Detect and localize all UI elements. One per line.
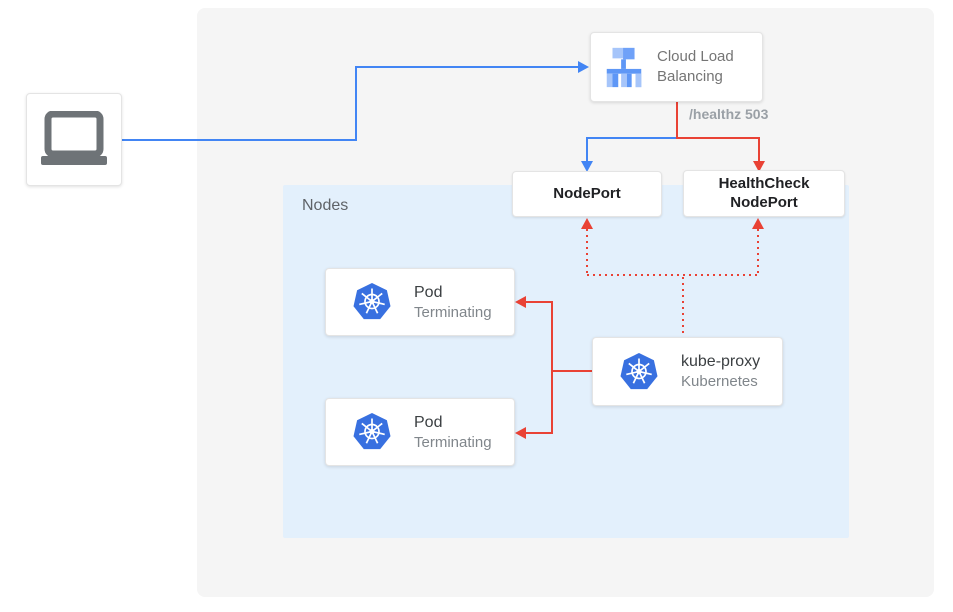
pod1-status: Terminating — [414, 303, 492, 321]
pod-terminating-node-1: Pod Terminating — [325, 268, 515, 336]
pod-terminating-node-2: Pod Terminating — [325, 398, 515, 466]
pod2-status: Terminating — [414, 433, 492, 451]
arrowhead-up-into-nodeport — [581, 218, 593, 229]
kubernetes-icon — [352, 282, 392, 322]
kube-proxy-subtitle: Kubernetes — [681, 373, 758, 390]
nodeport-label: NodePort — [553, 184, 621, 202]
pod2-title: Pod — [414, 413, 443, 431]
healthcheck-nodeport-node: HealthCheck NodePort — [683, 170, 845, 217]
kubeproxy-dotted-stem — [682, 277, 684, 337]
dotted-up-to-nodeport — [586, 229, 588, 276]
laptop-icon — [39, 111, 109, 169]
lb-branch-red-v — [758, 137, 760, 162]
pod1-title: Pod — [414, 283, 443, 301]
arrowhead-into-healthcheck-nodeport — [753, 161, 765, 172]
lb-branch-blue-v — [586, 137, 588, 162]
cloud-load-balancing-label: Cloud Load Balancing — [657, 47, 734, 85]
arrowhead-up-into-healthcheck — [752, 218, 764, 229]
nodes-group-label: Nodes — [302, 197, 349, 214]
kubeproxy-to-pods-stem — [551, 370, 592, 372]
client-to-lb-line-h1 — [121, 139, 356, 141]
kubeproxy-to-pods-trunk — [551, 301, 553, 434]
healthz-503-annotation: /healthz 503 — [689, 106, 769, 122]
kubernetes-icon — [619, 352, 659, 392]
kubeproxy-to-pod2-h — [525, 432, 553, 434]
lb-branch-red-h — [676, 137, 760, 139]
kubeproxy-to-pod1-h — [525, 301, 553, 303]
kubeproxy-dotted-crossbar — [587, 274, 759, 276]
kubernetes-icon — [352, 412, 392, 452]
lb-drop-line-red — [676, 102, 678, 139]
lb-branch-blue-h — [587, 137, 678, 139]
kube-proxy-node: kube-proxy Kubernetes — [592, 337, 783, 406]
arrowhead-into-load-balancer — [578, 61, 589, 73]
client-to-lb-line-h2 — [355, 66, 579, 68]
arrowhead-into-pod1 — [515, 296, 526, 308]
nodeport-node: NodePort — [512, 171, 662, 217]
healthcheck-nodeport-label: HealthCheck NodePort — [718, 174, 810, 211]
cloud-load-balancing-node: Cloud Load Balancing — [590, 32, 763, 102]
dotted-up-to-healthcheck — [757, 229, 759, 276]
client-to-lb-line-v — [355, 66, 357, 141]
kube-proxy-title: kube-proxy — [681, 353, 761, 370]
arrowhead-into-nodeport — [581, 161, 593, 172]
arrowhead-into-pod2 — [515, 427, 526, 439]
load-balancer-icon — [601, 44, 647, 90]
client-node — [26, 93, 122, 186]
